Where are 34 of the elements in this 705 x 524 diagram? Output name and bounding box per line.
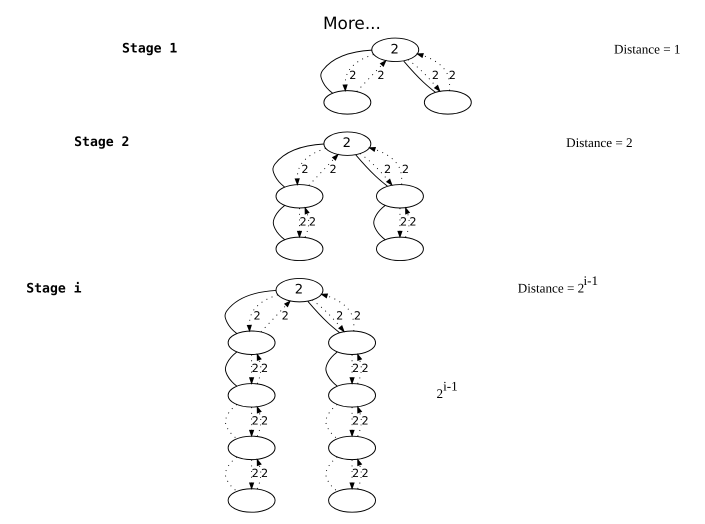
edge-label: 2: [352, 467, 359, 480]
label: Stage 2: [74, 135, 129, 150]
edge-label: 2: [260, 414, 268, 428]
diagram-title: More...: [322, 13, 380, 34]
edge-label: 2: [352, 414, 359, 428]
edge-label: 2: [431, 69, 439, 82]
edge-label: 2: [408, 215, 416, 228]
edge-label: 2: [251, 467, 258, 480]
edge-label: 2: [383, 162, 391, 176]
edge-label: 2: [360, 467, 368, 480]
edge-label: 2: [260, 467, 268, 480]
edge-label: 2: [251, 414, 258, 428]
edge-label: 2: [360, 414, 368, 428]
edge-label: 2: [399, 215, 407, 228]
edge-label: 2: [252, 309, 260, 322]
edge-label: 2: [352, 362, 359, 375]
label: Distance = 1: [614, 41, 680, 56]
edge-label: 2: [329, 162, 336, 176]
edge-label: 2: [401, 162, 408, 176]
edge-label: 2: [300, 162, 308, 176]
edge-label: 2: [360, 362, 368, 375]
edge-label: 2: [281, 309, 288, 322]
edge-label: 2: [298, 215, 306, 228]
edge-label: 2: [336, 309, 343, 322]
edge-label: 2: [308, 215, 316, 228]
edge-label: 2: [448, 69, 456, 82]
edge-label: 2: [260, 362, 268, 375]
edge-label: 2: [353, 309, 361, 322]
edge-label: 2: [376, 69, 384, 82]
edge-label: 2: [348, 69, 356, 82]
label: Distance = 2: [566, 135, 632, 150]
edge-label: 2: [251, 362, 258, 375]
label: Stage i: [26, 282, 82, 297]
label: Stage 1: [122, 41, 177, 56]
